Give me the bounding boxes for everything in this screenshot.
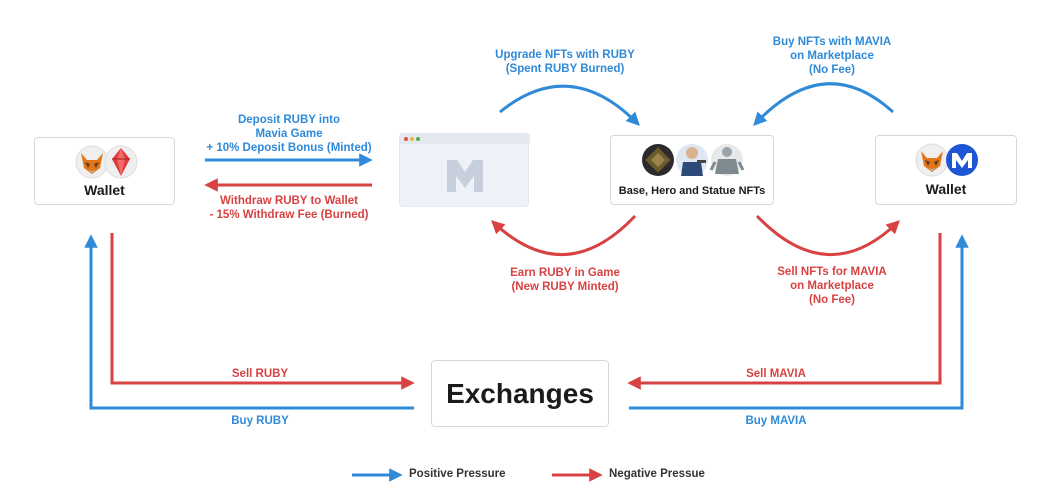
- sell-ruby-arrow: [110, 233, 415, 390]
- buy-ruby-label: Buy RUBY: [231, 415, 289, 427]
- buy-nfts-label: Buy NFTs with MAVIA on Marketplace (No F…: [772, 36, 892, 76]
- metamask-fox-icon: [75, 145, 109, 179]
- sell-nfts-label: Sell NFTs for MAVIA on Marketplace (No F…: [777, 266, 887, 306]
- statue-nft-icon: [709, 144, 745, 176]
- nft-box-title: Base, Hero and Statue NFTs: [618, 185, 766, 197]
- base-nft-icon: [642, 144, 674, 176]
- mavia-logo-icon: [447, 160, 483, 192]
- left-wallet-box: Wallet: [34, 137, 175, 205]
- game-window: [399, 133, 530, 207]
- withdraw-label: Withdraw RUBY to Wallet - 15% Withdraw F…: [209, 195, 369, 221]
- ruby-gem-icon: [104, 145, 138, 179]
- nft-box: Base, Hero and Statue NFTs: [610, 135, 774, 205]
- sell-mavia-arrow: [627, 233, 942, 390]
- upgrade-label: Upgrade NFTs with RUBY (Spent RUBY Burne…: [495, 49, 635, 75]
- earn-arrow: [491, 214, 637, 256]
- buy-nfts-arrow: [753, 82, 895, 126]
- window-close-dot: [404, 137, 408, 141]
- buy-mavia-arrow: [629, 234, 969, 410]
- right-wallet-box: Wallet: [875, 135, 1017, 205]
- mavia-logo-icon: [946, 144, 978, 176]
- sell-ruby-label: Sell RUBY: [231, 368, 289, 380]
- buy-ruby-arrow: [84, 234, 414, 410]
- exchanges-box: Exchanges: [431, 360, 609, 427]
- sell-mavia-label: Sell MAVIA: [746, 368, 806, 380]
- buy-mavia-label: Buy MAVIA: [745, 415, 807, 427]
- sell-nfts-arrow: [755, 214, 900, 256]
- exchanges-title: Exchanges: [446, 378, 594, 409]
- window-maximize-dot: [416, 137, 420, 141]
- window-minimize-dot: [410, 137, 414, 141]
- earn-label: Earn RUBY in Game (New RUBY Minted): [510, 267, 620, 293]
- right-wallet-title: Wallet: [925, 181, 967, 197]
- deposit-label: Deposit RUBY into Mavia Game + 10% Depos…: [206, 114, 372, 154]
- metamask-fox-icon: [915, 143, 949, 177]
- legend-negative-label: Negative Pressue: [609, 468, 705, 480]
- left-wallet-title: Wallet: [84, 182, 125, 198]
- legend-positive-label: Positive Pressure: [409, 468, 506, 480]
- upgrade-arrow: [499, 84, 640, 126]
- hero-nft-icon: [676, 144, 708, 176]
